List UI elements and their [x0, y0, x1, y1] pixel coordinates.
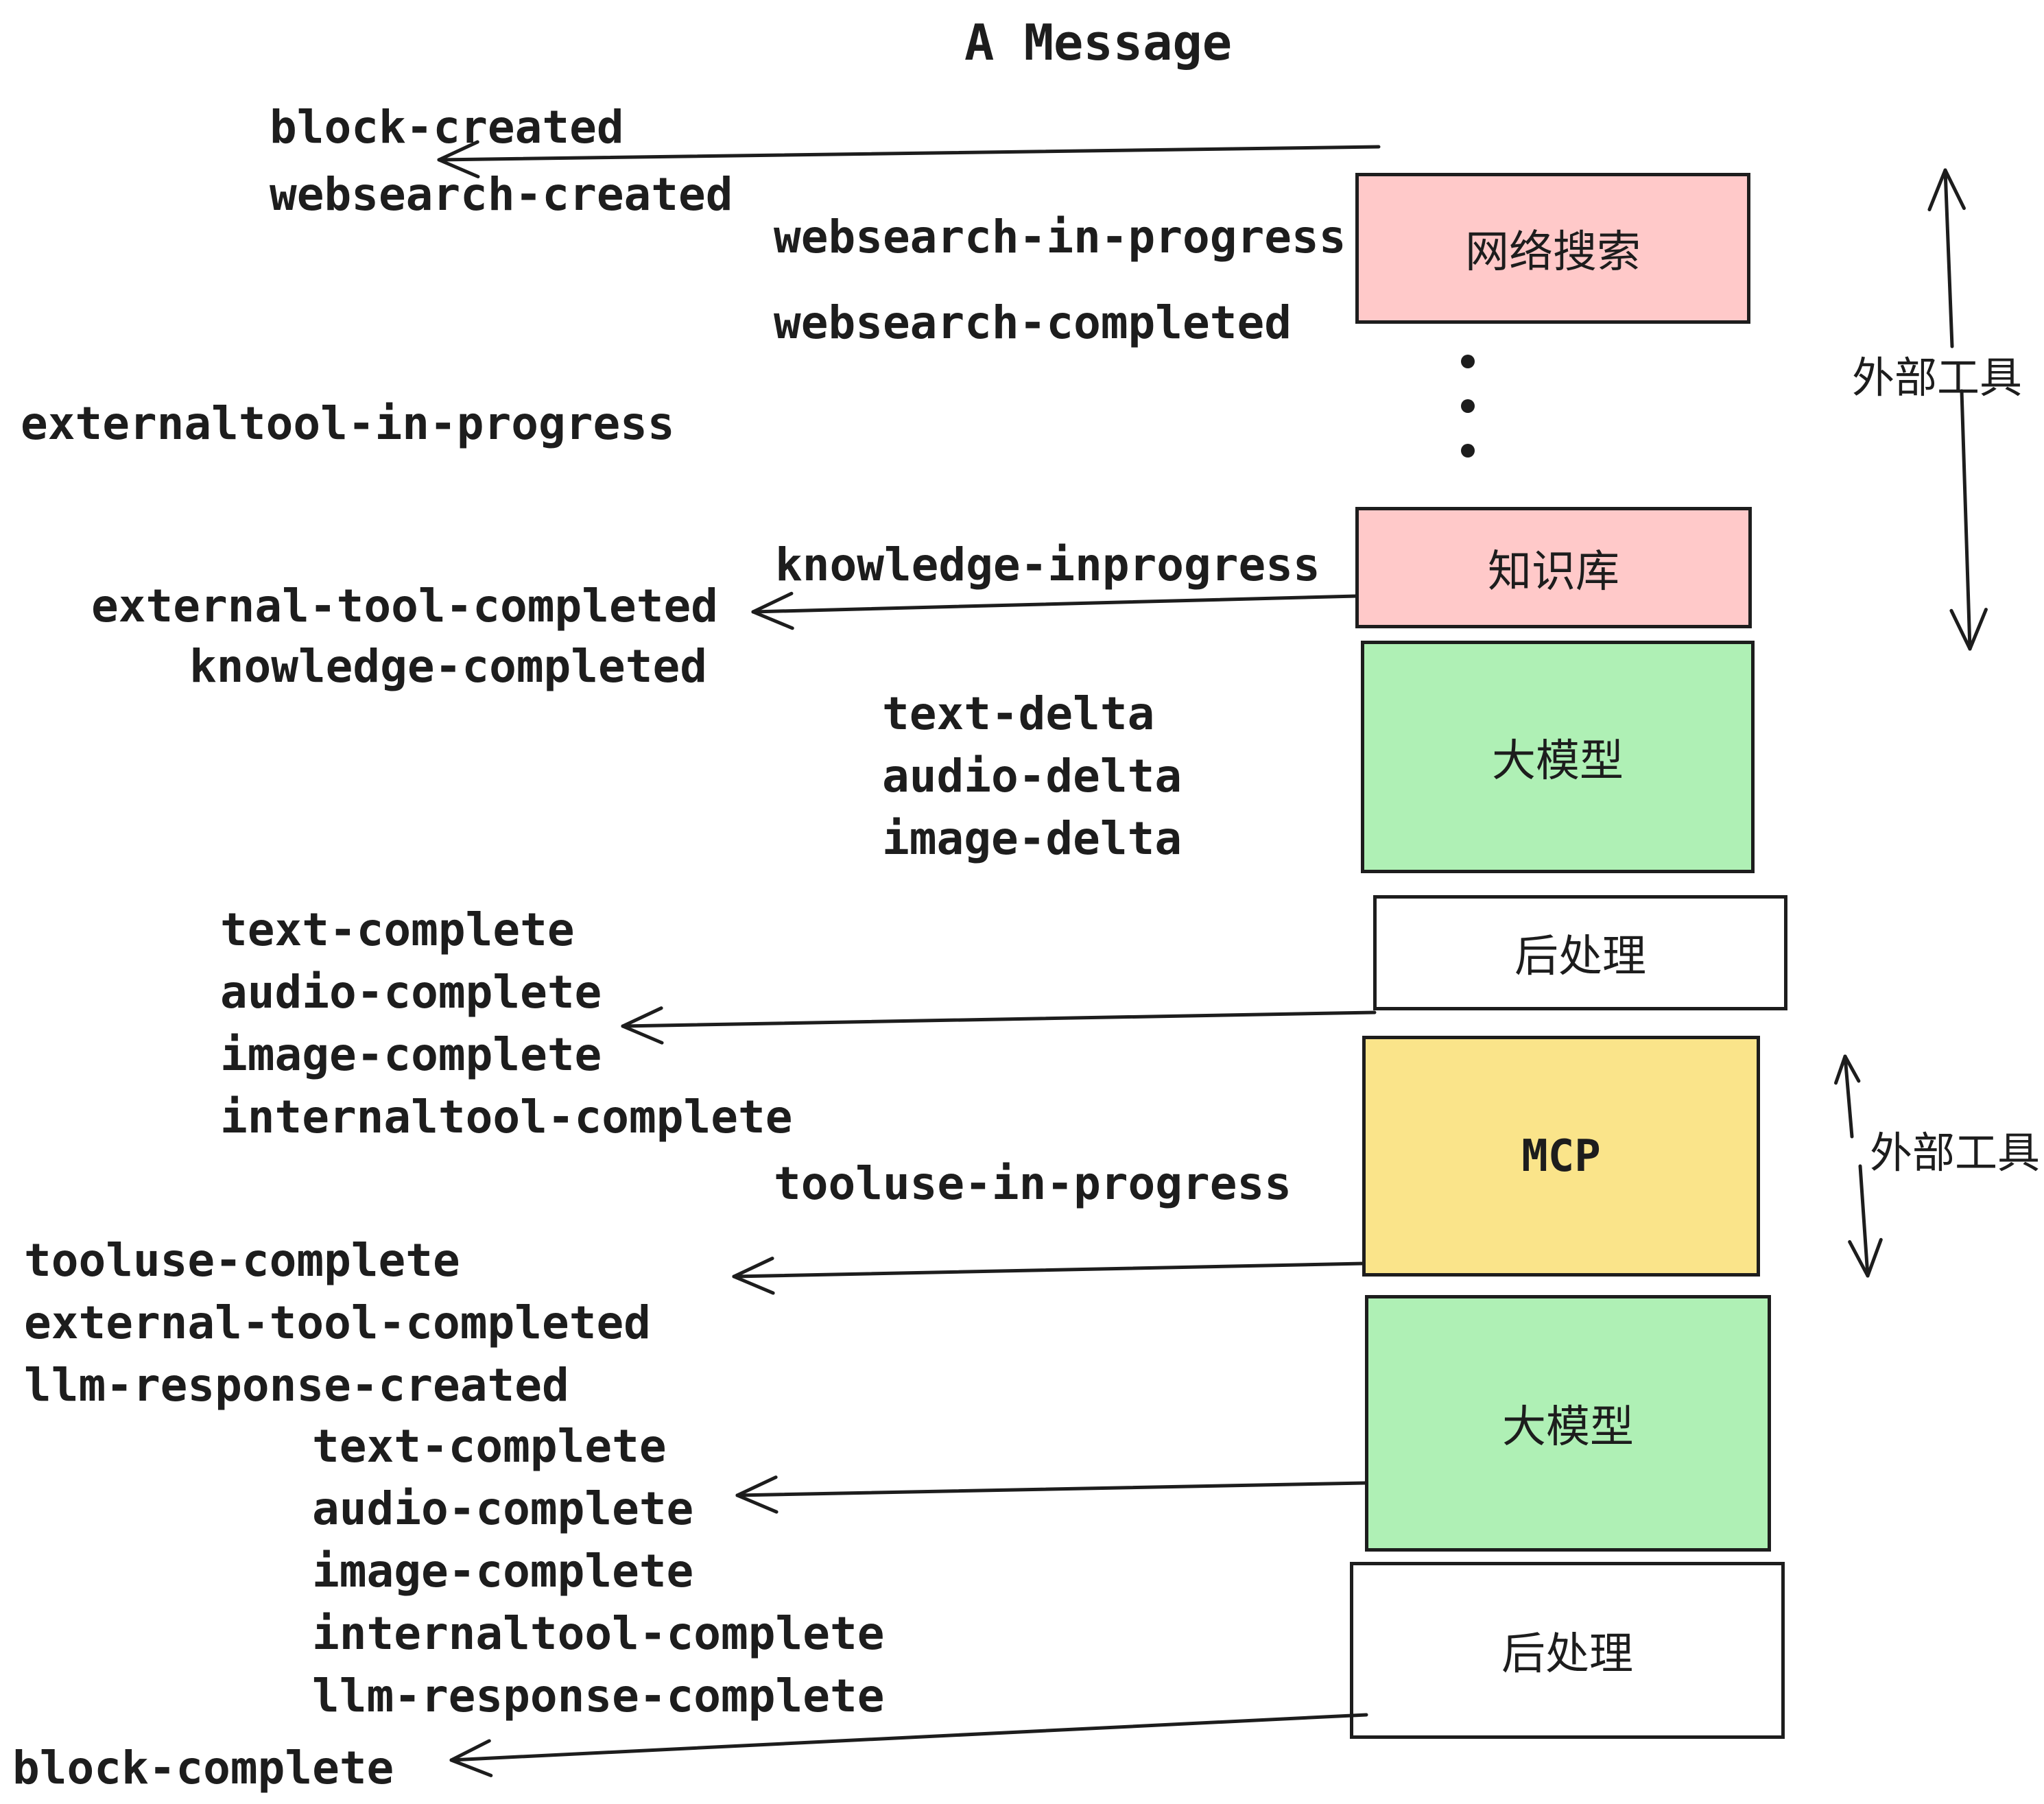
- page-title: A Message: [964, 14, 1233, 71]
- box-llm-1: 大模型: [1361, 641, 1755, 873]
- box-post-2-label: 后处理: [1501, 1629, 1633, 1680]
- event-image-complete-2: image-complete: [312, 1545, 694, 1598]
- ellipsis-dots: [1461, 355, 1475, 458]
- complete-group-1: text-complete audio-complete image-compl…: [220, 899, 792, 1148]
- delta-group-1: text-delta audio-delta image-delta: [882, 683, 1182, 870]
- box-llm-1-label: 大模型: [1492, 735, 1624, 787]
- arrow-external-tools-up: [1927, 168, 1966, 348]
- arrow-external-tools-down: [1949, 389, 1988, 651]
- box-llm-2-label: 大模型: [1502, 1402, 1634, 1453]
- arrow-knowledge-completed: [751, 591, 1359, 630]
- event-knowledge-inprogress: knowledge-inprogress: [775, 538, 1320, 591]
- event-audio-complete: audio-complete: [220, 966, 602, 1019]
- event-llm-response-created: llm-response-created: [24, 1359, 569, 1412]
- event-image-delta: image-delta: [882, 812, 1183, 865]
- event-audio-complete-2: audio-complete: [312, 1482, 694, 1535]
- event-websearch-completed: websearch-completed: [774, 296, 1292, 349]
- event-text-complete: text-complete: [220, 903, 575, 956]
- complete-group-2: text-complete audio-complete image-compl…: [312, 1415, 884, 1727]
- event-external-tool-completed-2: external-tool-completed: [24, 1296, 651, 1349]
- event-internaltool-complete: internaltool-complete: [220, 1091, 793, 1143]
- external-tools-label-mid: 外部工具: [1870, 1128, 2041, 1178]
- external-tools-label-top: 外部工具: [1852, 353, 2023, 403]
- event-internaltool-complete-2: internaltool-complete: [312, 1607, 885, 1660]
- event-tooluse-complete: tooluse-complete: [24, 1234, 460, 1287]
- event-tooluse-in-progress: tooluse-in-progress: [774, 1157, 1292, 1210]
- tooluse-group: tooluse-complete external-tool-completed…: [24, 1229, 651, 1416]
- event-text-delta: text-delta: [882, 687, 1155, 740]
- event-block-created: block-created: [270, 101, 624, 154]
- event-websearch-in-progress: websearch-in-progress: [774, 211, 1346, 263]
- arrow-external-tool-completed: [732, 1257, 1366, 1295]
- event-audio-delta: audio-delta: [882, 750, 1183, 803]
- event-knowledge-completed: knowledge-completed: [189, 640, 707, 693]
- box-websearch: 网络搜索: [1355, 173, 1750, 324]
- box-knowledge-label: 知识库: [1488, 546, 1619, 597]
- arrow-external-tools-2-down: [1848, 1164, 1883, 1278]
- event-llm-response-complete: llm-response-complete: [312, 1670, 885, 1722]
- box-post-1-label: 后处理: [1514, 931, 1646, 982]
- box-mcp-label: MCP: [1521, 1130, 1601, 1182]
- event-external-tool-completed: external-tool-completed: [91, 580, 718, 632]
- box-llm-2: 大模型: [1365, 1295, 1771, 1552]
- event-externaltool-in-progress: externaltool-in-progress: [21, 397, 675, 450]
- box-websearch-label: 网络搜索: [1465, 227, 1641, 278]
- arrow-external-tools-2-up: [1833, 1054, 1861, 1139]
- box-mcp: MCP: [1362, 1036, 1760, 1277]
- event-block-complete: block-complete: [12, 1742, 394, 1794]
- box-post-1: 后处理: [1373, 895, 1787, 1010]
- box-knowledge: 知识库: [1355, 507, 1752, 628]
- event-websearch-created: websearch-created: [270, 168, 733, 221]
- box-post-2: 后处理: [1350, 1562, 1785, 1739]
- event-image-complete: image-complete: [220, 1028, 602, 1081]
- event-text-complete-2: text-complete: [312, 1420, 667, 1473]
